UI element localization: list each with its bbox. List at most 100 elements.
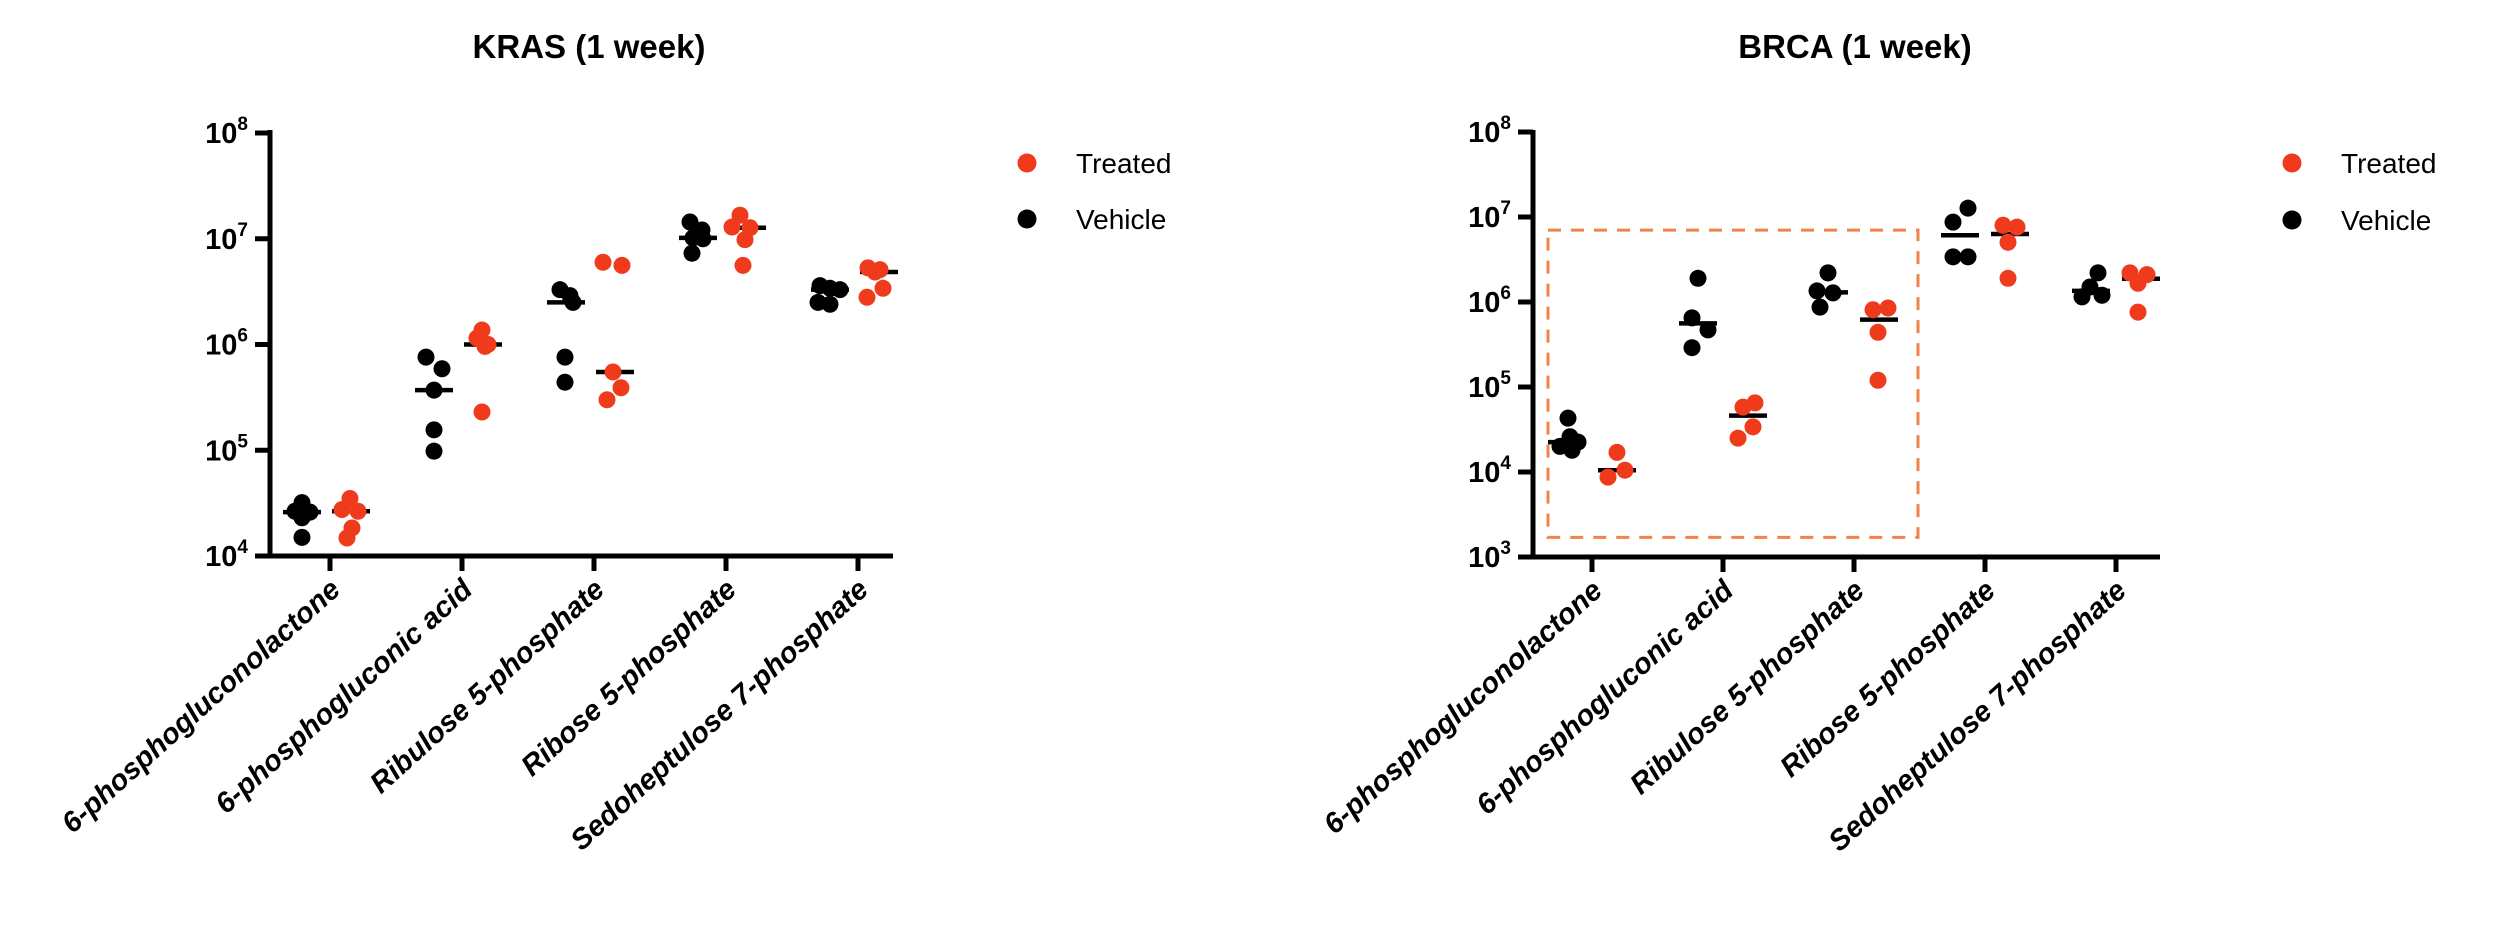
y-tick-label: 107 <box>205 220 248 256</box>
x-category-label: 6-phosphogluconic acid <box>209 573 479 821</box>
data-point <box>476 337 494 355</box>
data-point <box>1864 301 1882 319</box>
legend-swatch-vehicle <box>2282 210 2302 230</box>
brca-panel: BRCA (1 week) 108 107 106 105 104 1036-phosph… <box>1318 28 2437 858</box>
data-point <box>723 218 741 236</box>
data-point <box>425 442 443 460</box>
y-tick-label: 106 <box>1468 283 1511 319</box>
data-point <box>1559 409 1577 427</box>
data-point <box>1944 213 1962 231</box>
legend-swatch-treated <box>1017 153 1037 173</box>
data-point <box>1599 468 1617 486</box>
x-category-label: 6-phosphogluconic acid <box>1470 574 1740 822</box>
data-point <box>425 421 443 439</box>
x-category-label: Ribose 5-phosphate <box>1774 574 2001 783</box>
x-category-label: Ribose 5-phosphate <box>515 573 742 782</box>
data-point <box>2089 264 2107 282</box>
data-point <box>604 363 622 381</box>
data-point <box>2093 286 2111 304</box>
data-point <box>1869 323 1887 341</box>
kras-plot-area: 108 107 106 105 1046-phosphogluconolactone6-… <box>56 114 898 857</box>
data-point <box>1959 199 1977 217</box>
y-tick-label: 108 <box>205 114 248 150</box>
data-point <box>564 293 582 311</box>
data-point <box>874 279 892 297</box>
y-tick-label: 106 <box>205 326 248 362</box>
data-point <box>556 348 574 366</box>
legend-label-treated: Treated <box>2341 148 2436 179</box>
data-point <box>866 263 884 281</box>
data-point <box>1683 309 1701 327</box>
highlight-box <box>1546 228 1920 539</box>
data-point <box>425 381 443 399</box>
x-category-label: 6-phosphogluconolactone <box>56 573 347 839</box>
kras-panel: KRAS (1 week) 108 107 106 105 1046-phosphogl… <box>56 28 1172 857</box>
data-point <box>1683 339 1701 357</box>
data-point <box>1879 299 1897 317</box>
data-point <box>598 391 616 409</box>
data-point <box>1689 269 1707 287</box>
y-tick-label: 103 <box>1468 538 1511 574</box>
data-point <box>2129 274 2147 292</box>
data-point <box>293 528 311 546</box>
data-point <box>1999 233 2017 251</box>
data-point <box>1563 441 1581 459</box>
data-point <box>821 295 839 313</box>
data-point <box>2129 303 2147 321</box>
data-point <box>473 403 491 421</box>
brca-plot-area: 108 107 106 105 104 1036-phosphogluconolacton… <box>1318 113 2160 858</box>
data-point <box>613 256 631 274</box>
data-point <box>333 501 351 519</box>
y-tick-label: 104 <box>205 537 248 573</box>
data-point <box>2008 218 2026 236</box>
data-point <box>1811 298 1829 316</box>
x-category-label: 6-phosphogluconolactone <box>1318 574 1609 840</box>
y-tick-label: 105 <box>205 431 248 467</box>
x-category-label: Ribulose 5-phosphate <box>1624 574 1871 800</box>
data-point <box>1994 216 2012 234</box>
data-point <box>2073 288 2091 306</box>
legend-label-vehicle: Vehicle <box>1076 204 1166 235</box>
legend-label-vehicle: Vehicle <box>2341 205 2431 236</box>
data-point <box>1608 443 1626 461</box>
y-tick-label: 105 <box>1468 368 1511 404</box>
y-tick-label: 104 <box>1468 453 1511 489</box>
data-point <box>858 288 876 306</box>
data-point <box>433 360 451 378</box>
data-point <box>694 230 712 248</box>
data-point <box>417 348 435 366</box>
data-point <box>1808 282 1826 300</box>
legend-swatch-vehicle <box>1017 209 1037 229</box>
data-point <box>1999 269 2017 287</box>
brca-panel-title: BRCA (1 week) <box>1738 28 1972 65</box>
data-point <box>1699 321 1717 339</box>
data-point <box>1959 248 1977 266</box>
data-point <box>293 509 311 527</box>
data-point <box>1729 429 1747 447</box>
data-point <box>1824 284 1842 302</box>
data-point <box>681 213 699 231</box>
legend-label-treated: Treated <box>1076 148 1171 179</box>
data-point <box>736 231 754 249</box>
data-point <box>1869 371 1887 389</box>
data-point <box>683 244 701 262</box>
data-point <box>734 256 752 274</box>
data-point <box>349 502 367 520</box>
data-point <box>831 281 849 299</box>
y-tick-label: 108 <box>1468 113 1511 149</box>
data-point <box>612 379 630 397</box>
kras-panel-title: KRAS (1 week) <box>473 28 706 65</box>
y-tick-label: 107 <box>1468 198 1511 234</box>
legend-swatch-treated <box>2282 153 2302 173</box>
data-point <box>1944 248 1962 266</box>
data-point <box>594 253 612 271</box>
data-point <box>556 373 574 391</box>
data-point <box>1616 461 1634 479</box>
data-point <box>1734 398 1752 416</box>
data-point <box>1744 418 1762 436</box>
x-category-label: Ribulose 5-phosphate <box>364 573 611 799</box>
